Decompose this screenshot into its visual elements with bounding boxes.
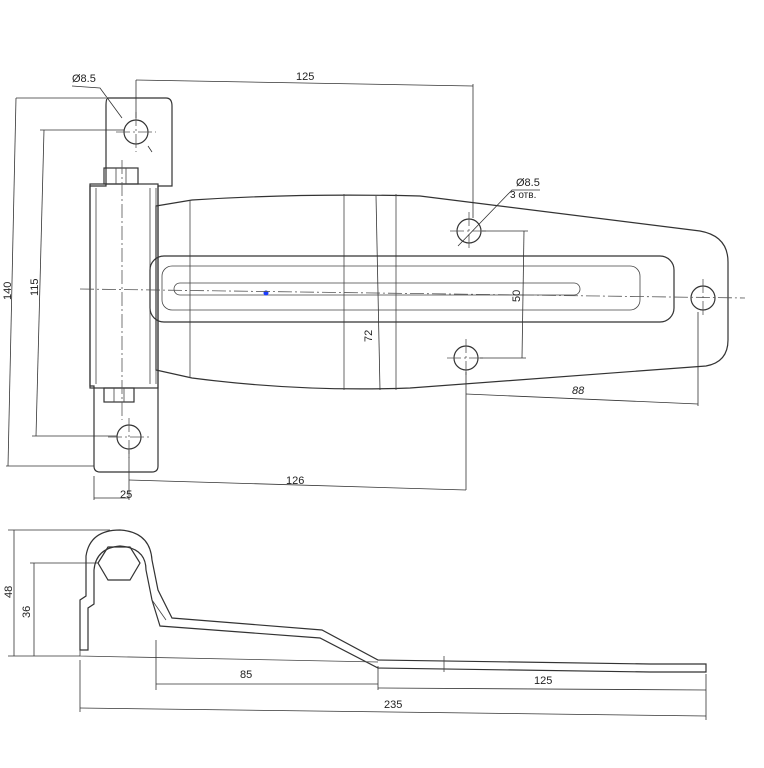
slot-outer bbox=[149, 255, 675, 323]
dim-bottom-length: 126 bbox=[286, 475, 304, 487]
dim-knuckle-width: 25 bbox=[120, 489, 132, 501]
pin-head-top bbox=[103, 167, 139, 185]
dim-side-pivot-height: 36 bbox=[21, 606, 33, 618]
side-view: 48 36 85 125 235 bbox=[3, 529, 707, 720]
dim-hole-spacing-vertical: 115 bbox=[29, 278, 41, 296]
side-knuckle-outline bbox=[79, 529, 707, 673]
side-hex-nut bbox=[97, 546, 141, 581]
dim-side-total-length: 235 bbox=[384, 699, 402, 711]
dim-hole-spacing-right: 50 bbox=[511, 290, 523, 302]
dim-side-mid-length: 85 bbox=[240, 669, 252, 681]
top-view: Ø8.5 125 Ø8.5 3 отв. 140 115 72 50 88 12… bbox=[2, 71, 746, 501]
dim-right-offset: 88 bbox=[572, 385, 585, 397]
knuckle-barrel bbox=[89, 183, 159, 389]
strap-outline bbox=[155, 194, 729, 390]
dim-side-height: 48 bbox=[3, 586, 15, 598]
left-leaf-outline bbox=[89, 97, 173, 473]
pin-head-bottom bbox=[103, 387, 135, 403]
dim-hole-dia-right: Ø8.5 bbox=[516, 177, 540, 189]
slot-inner bbox=[161, 265, 641, 311]
slot-groove bbox=[173, 282, 581, 296]
dim-total-height: 140 bbox=[2, 282, 14, 300]
dim-holes-note: 3 отв. bbox=[510, 190, 536, 201]
dim-plate-height: 72 bbox=[363, 330, 375, 342]
dim-top-width: 125 bbox=[296, 71, 314, 83]
dim-side-right-length: 125 bbox=[534, 675, 552, 687]
dim-hole-dia-left: Ø8.5 bbox=[72, 73, 96, 85]
